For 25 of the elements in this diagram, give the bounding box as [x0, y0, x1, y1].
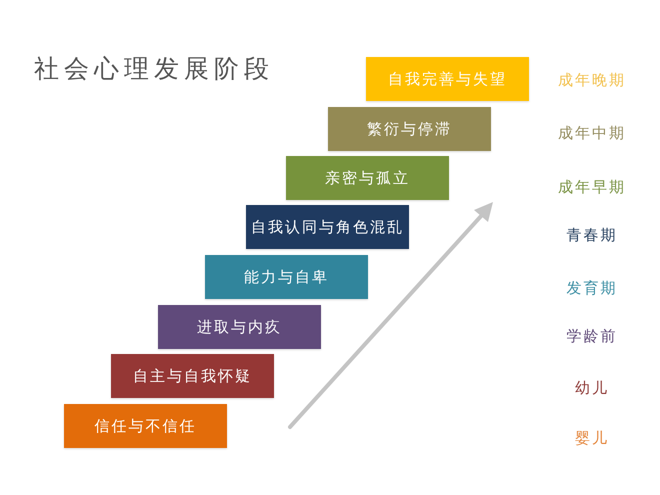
stage-label: 繁衍与停滞: [367, 119, 452, 139]
stage-box: [111, 354, 274, 398]
stage-box: [246, 205, 409, 249]
stage-label: 进取与内疚: [197, 317, 282, 337]
stage-label: 能力与自卑: [244, 267, 329, 287]
stage-box: [205, 255, 368, 299]
stage-box: [158, 305, 321, 349]
stage-box: [328, 107, 491, 151]
age-label: 成年晚期: [557, 70, 627, 90]
age-label: 成年早期: [557, 177, 627, 197]
stage-label: 自我认同与角色混乱: [251, 217, 404, 237]
age-label: 青春期: [566, 225, 618, 245]
age-label: 发育期: [566, 278, 618, 298]
stage-box: [366, 57, 529, 101]
stage-box: [286, 156, 449, 200]
age-label: 婴儿: [574, 428, 610, 448]
age-label: 成年中期: [557, 123, 627, 143]
stage-label: 自我完善与失望: [388, 69, 507, 89]
stage-box: [64, 404, 227, 448]
stage-label: 信任与不信任: [94, 416, 196, 436]
age-label: 学龄前: [566, 326, 618, 346]
age-label: 幼儿: [574, 378, 610, 398]
diagram-title: 社会心理发展阶段: [34, 53, 274, 85]
stage-label: 亲密与孤立: [325, 168, 410, 188]
stage-label: 自主与自我怀疑: [133, 366, 252, 386]
